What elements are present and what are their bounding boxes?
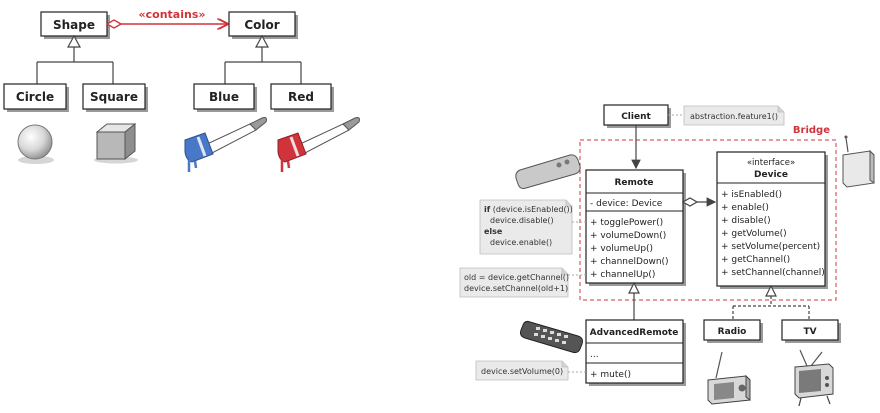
remote-method: + channelDown() [590, 257, 669, 267]
red-class: Red [270, 83, 334, 112]
shape-inheritance [36, 34, 114, 84]
shape-class: Shape [40, 11, 110, 39]
remote-icon [515, 154, 581, 189]
toggle-power-note: if (device.isEnabled()) device.disable()… [479, 199, 573, 255]
device-method: + enable() [721, 203, 769, 213]
blue-brush-icon [184, 117, 267, 172]
bridge-label: Bridge [793, 125, 830, 136]
device-method: + setChannel(channel) [721, 268, 825, 278]
channel-up-note: old = device.getChannel() device.setChan… [459, 267, 569, 298]
device-method: + disable() [721, 216, 771, 226]
remote-method: + volumeUp() [590, 244, 653, 254]
device-method: + getVolume() [721, 229, 787, 239]
advanced-inheritance [628, 281, 640, 320]
device-stereotype: «interface» [747, 158, 795, 168]
tv-label: TV [803, 327, 816, 337]
square-label: Square [90, 90, 138, 104]
device-realization [732, 284, 810, 320]
blue-label: Blue [209, 90, 239, 104]
advanced-remote-method: + mute() [590, 370, 631, 380]
client-label: Client [621, 112, 651, 122]
note-condition: (device.isEnabled()) [490, 205, 573, 214]
remote-title: Remote [614, 178, 653, 188]
square-class: Square [82, 83, 148, 112]
device-aggregation [681, 197, 717, 207]
remote-method: + channelUp() [590, 270, 655, 280]
mute-note: device.setVolume(0) [475, 360, 569, 381]
circle-class: Circle [3, 83, 69, 112]
device-method: + isEnabled() [721, 190, 782, 200]
color-inheritance [224, 34, 302, 84]
tv-icon [794, 349, 834, 407]
remote-method: + togglePower() [590, 218, 663, 228]
note-enable: device.enable() [490, 238, 552, 247]
advanced-remote-class: AdvancedRemote ... + mute() [585, 319, 686, 386]
client-class: Client [603, 104, 671, 128]
channel-note-line: device.setChannel(old+1) [464, 284, 568, 293]
client-note: abstraction.feature1() [683, 105, 785, 126]
color-label: Color [244, 18, 279, 32]
remote-method: + volumeDown() [590, 231, 666, 241]
red-label: Red [288, 90, 314, 104]
client-note-text: abstraction.feature1() [690, 112, 778, 121]
radio-icon [707, 351, 751, 405]
advanced-remote-field: ... [590, 350, 599, 360]
mute-note-text: device.setVolume(0) [481, 367, 563, 376]
bridge-frame [579, 139, 837, 301]
channel-note-line: old = device.getChannel() [464, 273, 569, 282]
wall-device-icon [842, 135, 875, 188]
radio-label: Radio [718, 327, 747, 337]
contains-relation: «contains» [105, 8, 227, 28]
note-keyword-if: if [484, 205, 491, 214]
note-keyword-else: else [484, 227, 503, 236]
color-class: Color [228, 11, 298, 39]
circle-label: Circle [16, 90, 54, 104]
red-brush-icon [277, 117, 360, 172]
device-interface: «interface» Device + isEnabled() + enabl… [716, 151, 828, 289]
device-title: Device [754, 170, 788, 180]
radio-class: Radio [703, 319, 763, 343]
remote-class: Remote - device: Device + togglePower() … [585, 169, 686, 286]
shape-label: Shape [53, 18, 95, 32]
advanced-remote-icon [520, 320, 583, 354]
svg-text:if (device.isEnabled()): if (device.isEnabled()) [484, 205, 573, 214]
sphere-icon [17, 124, 54, 164]
advanced-remote-title: AdvancedRemote [590, 328, 679, 338]
tv-class: TV [781, 319, 841, 343]
note-disable: device.disable() [490, 216, 554, 225]
contains-label: «contains» [139, 8, 206, 21]
device-method: + setVolume(percent) [721, 242, 820, 252]
device-method: + getChannel() [721, 255, 790, 265]
cube-icon [94, 122, 138, 164]
remote-field: - device: Device [590, 199, 663, 209]
blue-class: Blue [193, 83, 257, 112]
